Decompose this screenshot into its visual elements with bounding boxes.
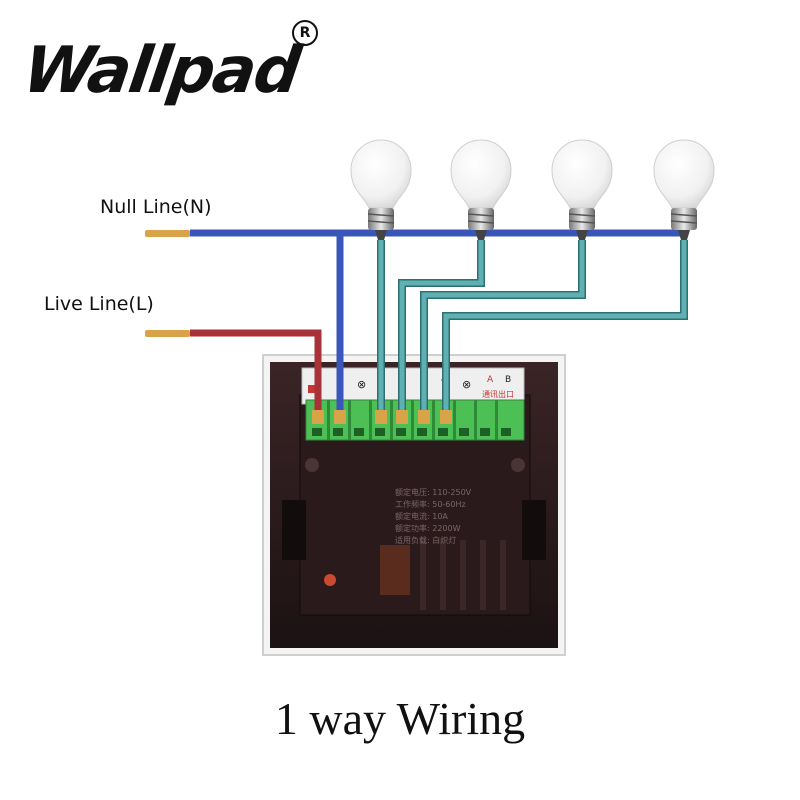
live-line-wire [145, 329, 322, 418]
null-wire-conductor [145, 230, 190, 237]
brand-logo: Wallpad R [19, 18, 324, 128]
mounting-clip-right [522, 500, 546, 560]
terminal-block: ⊗ 1 2 3 4 ⊗ A B 通讯出口 [301, 367, 525, 441]
load-wire-3 [421, 240, 585, 418]
rating-line: 额定功率: 2200W [395, 523, 461, 533]
terminal-header-label: ⊗ [357, 378, 366, 391]
live-terminal-marker [308, 385, 320, 393]
screw-left [305, 458, 319, 472]
terminal-dividers [327, 400, 498, 440]
live-route [190, 329, 322, 418]
terminal-header-label: B [505, 375, 511, 385]
status-led [324, 574, 336, 586]
registered-trademark-icon: R [292, 20, 318, 46]
terminal-header-label: ⊗ [462, 378, 471, 391]
light-bulb-icon [551, 139, 613, 240]
load-wires [377, 240, 688, 418]
housing-ribs [420, 540, 506, 610]
rating-line: 适用负载: 白炽灯 [395, 535, 456, 545]
load-wire-2 [399, 240, 484, 418]
terminal-header-label: A [487, 375, 494, 385]
screw-right [511, 458, 525, 472]
diagram-caption: 1 way Wiring [274, 693, 526, 744]
mounting-clip-left [282, 500, 306, 560]
rating-label: 额定电压: 110-250V 工作频率: 50-60Hz 额定电流: 10A 额… [395, 487, 472, 545]
rating-line: 工作频率: 50-60Hz [395, 499, 466, 509]
live-wire-conductor [145, 330, 190, 337]
light-bulb-icon [450, 139, 512, 240]
live-line-label: Live Line(L) [44, 293, 154, 315]
rating-line: 额定电压: 110-250V [395, 487, 472, 497]
wire-ferrules [312, 410, 452, 424]
null-line-label: Null Line(N) [100, 196, 212, 218]
load-wire-4 [443, 240, 687, 418]
light-bulbs [350, 139, 715, 240]
comm-port-label: 通讯出口 [482, 389, 514, 399]
terminal-screw-slots [312, 428, 511, 436]
rating-line: 额定电流: 10A [395, 511, 448, 521]
light-bulb-icon [350, 139, 412, 240]
light-bulb-icon [653, 139, 715, 240]
relay-component [380, 545, 410, 595]
null-line-wire [145, 229, 685, 418]
